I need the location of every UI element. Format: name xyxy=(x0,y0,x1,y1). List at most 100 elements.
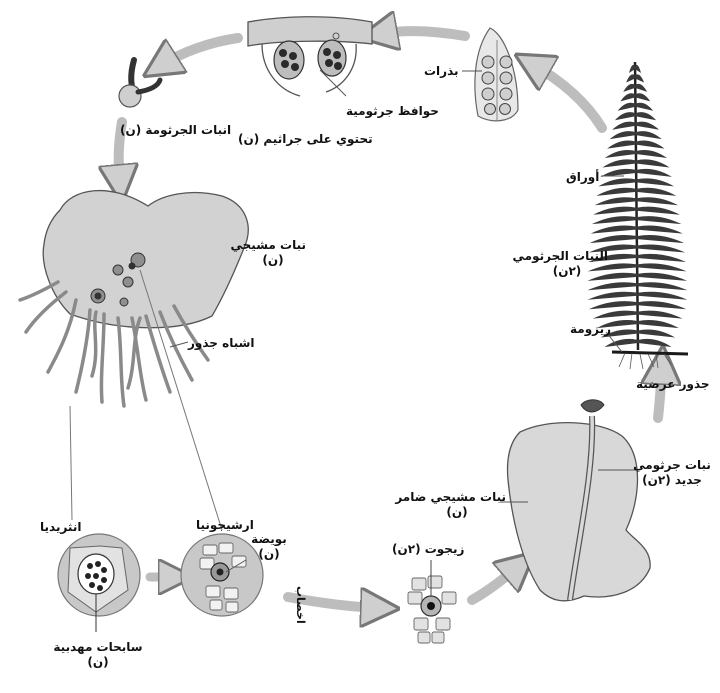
label-new-sporophyte-line1: نبات جرثومي xyxy=(633,458,711,472)
fern-pinna xyxy=(626,74,635,82)
fern-pinna xyxy=(637,282,687,290)
fern-pinna xyxy=(596,188,636,196)
fern-pinna xyxy=(636,112,657,120)
rhizome xyxy=(612,352,688,354)
label-sperm-line2: (ن) xyxy=(87,655,108,669)
fern-pinna xyxy=(593,207,636,215)
label-sporophyte: النبات الجرثومي (٢ن) xyxy=(526,249,608,279)
fern-pinna xyxy=(595,197,637,205)
fern-pinna xyxy=(637,216,682,224)
label-gametophyte: نبات مشيجي (ن) xyxy=(240,238,306,268)
label-fertilization: اخصاب xyxy=(293,586,308,624)
label-egg: بويضة (ن) xyxy=(244,532,294,562)
fern-pinna xyxy=(637,273,687,281)
sorus xyxy=(482,88,494,100)
label-archegonia: ارشيجونيا xyxy=(196,518,254,533)
fern-pinna xyxy=(589,301,638,309)
fern-pinna xyxy=(605,150,636,158)
young-sporophyte-on-gametophyte xyxy=(500,400,650,601)
fern-pinna xyxy=(618,103,636,111)
fern-pinna xyxy=(637,254,686,262)
fern-pinna xyxy=(638,339,672,347)
sorus xyxy=(482,72,494,84)
label-new-sporophyte: نبات جرثومي جديد (٢ن) xyxy=(632,458,712,488)
label-adventitious-roots: جذور عرضية xyxy=(636,377,710,392)
fern-pinna xyxy=(615,112,636,120)
arrow-zygote-to-young-sporophyte xyxy=(472,565,520,600)
fern-pinna xyxy=(623,84,635,92)
label-sperm: سابحات مهدبية (ن) xyxy=(48,640,148,670)
fern-pinna xyxy=(598,178,636,186)
fern-pinna xyxy=(636,150,667,158)
fern-pinna xyxy=(636,131,662,139)
fern-pinna xyxy=(638,311,683,319)
sporangium-right xyxy=(318,40,346,76)
arrow-sori-to-sporangia xyxy=(378,31,465,36)
label-contain-spores: تحتوي على جراثيم (ن) xyxy=(238,132,373,147)
fern-pinna xyxy=(635,93,650,101)
label-gametophyte-line2: (ن) xyxy=(262,253,283,267)
sorus xyxy=(500,56,512,68)
fern-pinna xyxy=(607,141,636,149)
label-mature-gametophyte-line1: نبات مشيجي ضامر xyxy=(395,490,506,504)
label-rhizoids: اشباه جذور xyxy=(188,336,255,351)
label-sperm-line1: سابحات مهدبية xyxy=(53,640,142,654)
arrow-sporangia-to-germination xyxy=(160,38,238,66)
zygote-detail xyxy=(408,560,456,643)
fern-pinna xyxy=(636,197,678,205)
fern-pinna xyxy=(636,141,665,149)
fern-pinna xyxy=(637,207,680,215)
label-zygote: زيجوت (٢ن) xyxy=(392,542,464,557)
fern-pinna xyxy=(637,226,683,234)
fern-pinna xyxy=(637,292,687,300)
arrow-sporophyte-to-sori xyxy=(532,64,602,128)
label-spore-germination: انبات الجرثومة (ن) xyxy=(120,123,231,138)
antheridium-detail xyxy=(58,534,140,632)
sorus xyxy=(500,88,512,100)
sporangium-left xyxy=(274,41,304,79)
fern-pinna xyxy=(635,84,647,92)
fern-pinna xyxy=(610,131,636,139)
fern-pinna xyxy=(635,103,653,111)
sorus xyxy=(482,56,494,68)
label-rhizome: ريزومة xyxy=(570,322,611,337)
fern-pinna xyxy=(636,159,670,167)
gametophyte-prothallus xyxy=(20,191,248,530)
fern-pinna xyxy=(637,244,685,252)
fern-pinna xyxy=(638,320,679,328)
fern-pinna xyxy=(620,93,635,101)
fern-pinna xyxy=(636,122,659,130)
germinating-spore xyxy=(119,60,160,107)
label-gametophyte-line1: نبات مشيجي xyxy=(231,238,306,252)
fern-pinna xyxy=(587,292,637,300)
label-egg-line2: (ن) xyxy=(258,547,279,561)
fern-pinna xyxy=(637,263,687,271)
pinna-with-sori xyxy=(475,28,518,121)
sorus xyxy=(500,104,511,115)
fern-pinna xyxy=(637,235,684,243)
fern-pinna xyxy=(638,301,687,309)
fern-pinna xyxy=(638,329,675,337)
sorus xyxy=(485,104,496,115)
label-fronds: أوراق xyxy=(566,170,599,185)
fern-pinna xyxy=(636,188,676,196)
fern-pinna xyxy=(592,216,637,224)
label-sporophyte-line1: النبات الجرثومي xyxy=(513,249,609,263)
label-new-sporophyte-line2: جديد (٢ن) xyxy=(642,473,702,487)
fern-pinna xyxy=(636,178,674,186)
label-spores: بذرات xyxy=(424,64,459,79)
label-sporophyte-line2: (٢ن) xyxy=(553,264,582,278)
fern-pinna xyxy=(612,122,635,130)
fern-pinna xyxy=(605,339,639,347)
label-mature-gametophyte: نبات مشيجي ضامر (ن) xyxy=(408,490,506,520)
fern-pinna xyxy=(590,235,637,243)
label-mature-gametophyte-line2: (ن) xyxy=(446,505,467,519)
sorus xyxy=(500,72,512,84)
fern-pinna xyxy=(593,311,638,319)
label-sporangia: حوافظ جرثومية xyxy=(346,104,439,119)
fern-pinna xyxy=(587,282,637,290)
fern-pinna xyxy=(602,159,636,167)
fern-pinna xyxy=(591,226,637,234)
label-antheridia: انثريديا xyxy=(40,520,81,535)
sorus-cross-section xyxy=(248,17,372,96)
